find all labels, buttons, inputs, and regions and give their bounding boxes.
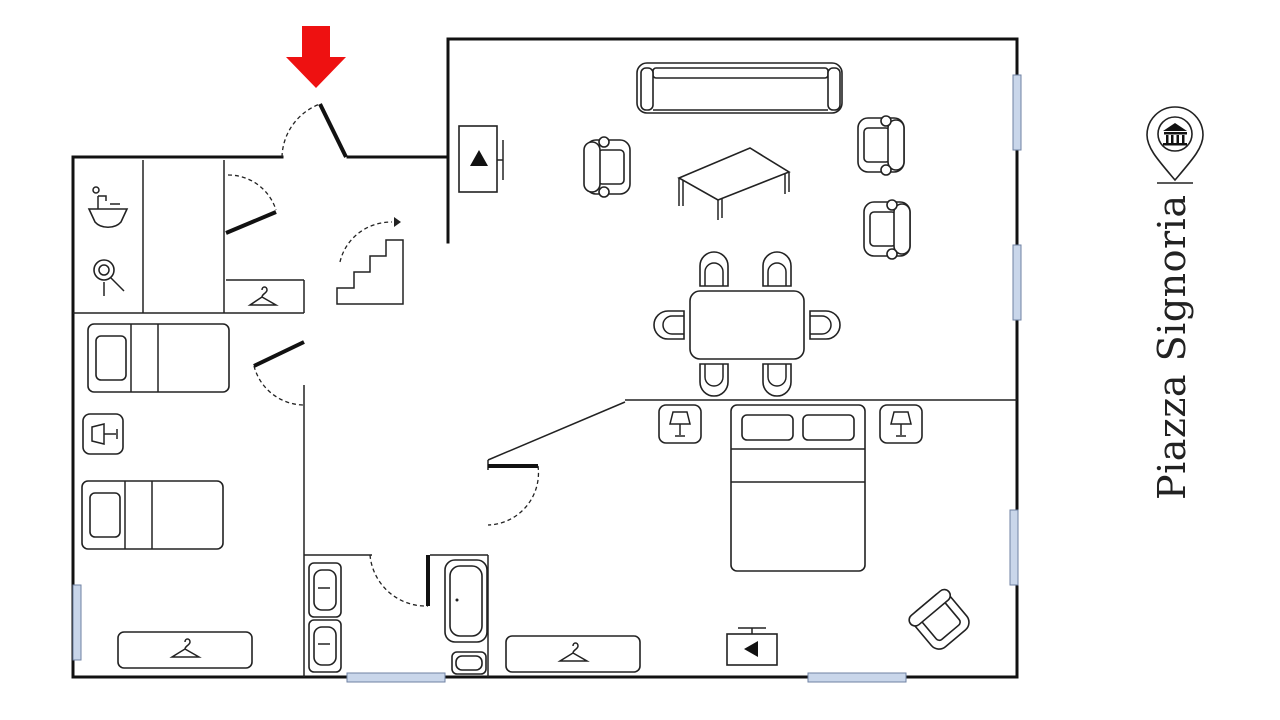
sink-icon: [308, 562, 342, 618]
museum-pin-icon: [1146, 106, 1204, 184]
toilet-icon: [451, 651, 487, 675]
dining-chair-icon: [699, 363, 729, 397]
sink-icon: [308, 619, 342, 673]
bathtub-icon: [444, 559, 488, 643]
washbasin-icon: [87, 186, 129, 229]
windows: [72, 74, 1022, 683]
dining-chair-icon: [762, 251, 792, 287]
coffee-table-icon: [677, 147, 791, 220]
shower-icon: [93, 259, 125, 296]
dining-chair-icon: [762, 363, 792, 397]
sofa-icon: [636, 62, 843, 114]
armchair-icon: [908, 588, 970, 650]
armchair-icon: [857, 115, 905, 176]
wardrobe-icon: [505, 635, 641, 673]
doors: [225, 103, 540, 607]
single-bed-icon: [87, 323, 230, 393]
tv-icon: [726, 627, 778, 666]
interior-walls: [73, 160, 1017, 677]
poi-label: Piazza Signoria: [1150, 194, 1194, 501]
stairs-icon: [336, 217, 404, 305]
double-bed-icon: [730, 404, 866, 572]
wardrobe-icon: [117, 631, 253, 669]
outer-walls: [71, 37, 1019, 679]
single-bed-icon: [81, 480, 224, 550]
dining-chair-icon: [653, 310, 685, 340]
lamp-icon: [879, 404, 923, 444]
dining-chair-icon: [699, 251, 729, 287]
armchair-icon: [583, 136, 631, 198]
dining-table-icon: [689, 290, 805, 360]
armchair-icon: [863, 199, 911, 260]
tv-icon: [458, 125, 504, 193]
lamp-icon: [658, 404, 702, 444]
lamp-icon: [82, 413, 124, 455]
closet-hanger-icon: [247, 286, 279, 306]
dining-chair-icon: [809, 310, 841, 340]
entrance-arrow-icon: [286, 26, 346, 88]
